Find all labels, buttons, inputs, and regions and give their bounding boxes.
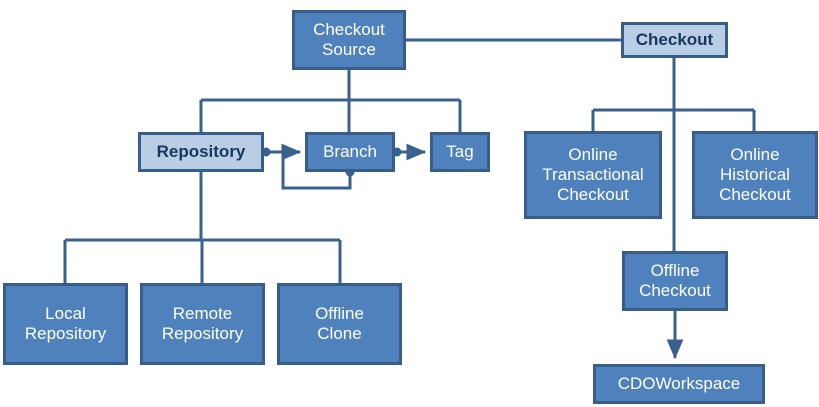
node-local-repository-label: Local Repository <box>24 304 107 343</box>
node-online-transactional-checkout-label: Online Transactional Checkout <box>542 145 644 204</box>
node-repository-label: Repository <box>156 142 246 162</box>
node-checkout[interactable]: Checkout <box>621 22 728 58</box>
node-branch[interactable]: Branch <box>305 132 395 172</box>
node-remote-repository-label: Remote Repository <box>161 304 244 343</box>
node-online-historical-checkout-label: Online Historical Checkout <box>719 145 791 204</box>
node-online-historical-checkout[interactable]: Online Historical Checkout <box>692 131 818 219</box>
node-branch-label: Branch <box>323 142 377 162</box>
node-cdoworkspace-label: CDOWorkspace <box>617 374 741 394</box>
node-local-repository[interactable]: Local Repository <box>3 283 128 365</box>
node-checkout-source[interactable]: Checkout Source <box>292 10 406 70</box>
node-checkout-label: Checkout <box>635 30 714 50</box>
node-tag-label: Tag <box>446 142 474 162</box>
node-cdoworkspace[interactable]: CDOWorkspace <box>593 364 765 404</box>
node-online-transactional-checkout[interactable]: Online Transactional Checkout <box>524 131 662 219</box>
node-checkout-source-label: Checkout Source <box>313 20 385 59</box>
node-repository[interactable]: Repository <box>138 132 264 172</box>
node-offline-clone[interactable]: Offline Clone <box>277 283 402 365</box>
node-offline-clone-label: Offline Clone <box>315 304 364 343</box>
node-remote-repository[interactable]: Remote Repository <box>140 283 265 365</box>
node-offline-checkout[interactable]: Offline Checkout <box>622 251 728 311</box>
edge-branch-to-branch-loop <box>281 152 352 190</box>
node-tag[interactable]: Tag <box>430 132 490 172</box>
node-offline-checkout-label: Offline Checkout <box>639 261 711 300</box>
